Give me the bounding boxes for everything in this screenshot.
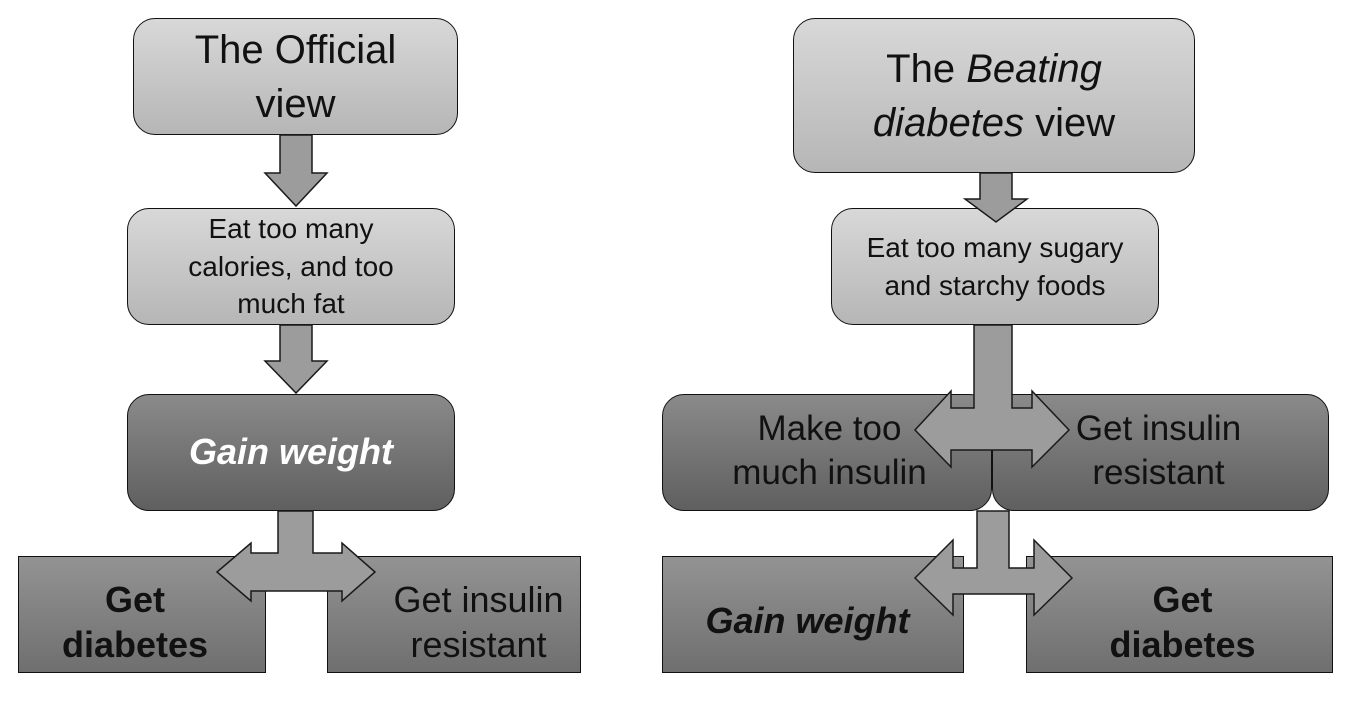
left-outcome-insulin: Get insulin resistant	[393, 579, 564, 665]
right-title-box: The Beating diabetes view	[793, 18, 1195, 173]
right-down-arrow	[962, 172, 1030, 223]
right-outcome-weight: Gain weight	[705, 600, 910, 641]
left-down-arrow-2	[263, 324, 329, 395]
left-split-arrow	[215, 510, 377, 603]
right-title-suffix: view	[1024, 100, 1116, 145]
right-mid-split-arrow	[913, 324, 1071, 469]
left-outcome-insulin-box	[327, 556, 581, 673]
right-step-sugary: Eat too many sugary and starchy foods	[866, 231, 1124, 301]
right-outcome-weight-box	[662, 556, 964, 673]
right-outcome-diabetes: Get diabetes	[1109, 579, 1256, 665]
left-step-gain-weight: Gain weight	[188, 431, 393, 473]
left-title: The Official view	[194, 27, 397, 126]
right-mid-insulin: Make too much insulin	[732, 409, 927, 492]
left-outcome-diabetes: Get diabetes	[61, 579, 209, 665]
right-title: The Beating diabetes view	[864, 42, 1124, 150]
right-title-emphasis: Beating diabetes	[872, 46, 1102, 145]
left-step-calories: Eat too many calories, and too much fat	[188, 212, 394, 320]
right-bottom-split-arrow	[913, 510, 1074, 617]
right-outcome-diabetes-box	[1026, 556, 1333, 673]
left-step-gain-weight-box: Gain weight	[127, 394, 455, 511]
left-title-box: The Official view	[133, 18, 458, 135]
right-title-prefix: The	[886, 46, 967, 91]
left-down-arrow-1	[263, 134, 329, 208]
right-step-sugary-box: Eat too many sugary and starchy foods	[831, 208, 1159, 325]
left-step-calories-box: Eat too many calories, and too much fat	[127, 208, 455, 325]
right-mid-resistant: Get insulin resistant	[1075, 409, 1242, 492]
